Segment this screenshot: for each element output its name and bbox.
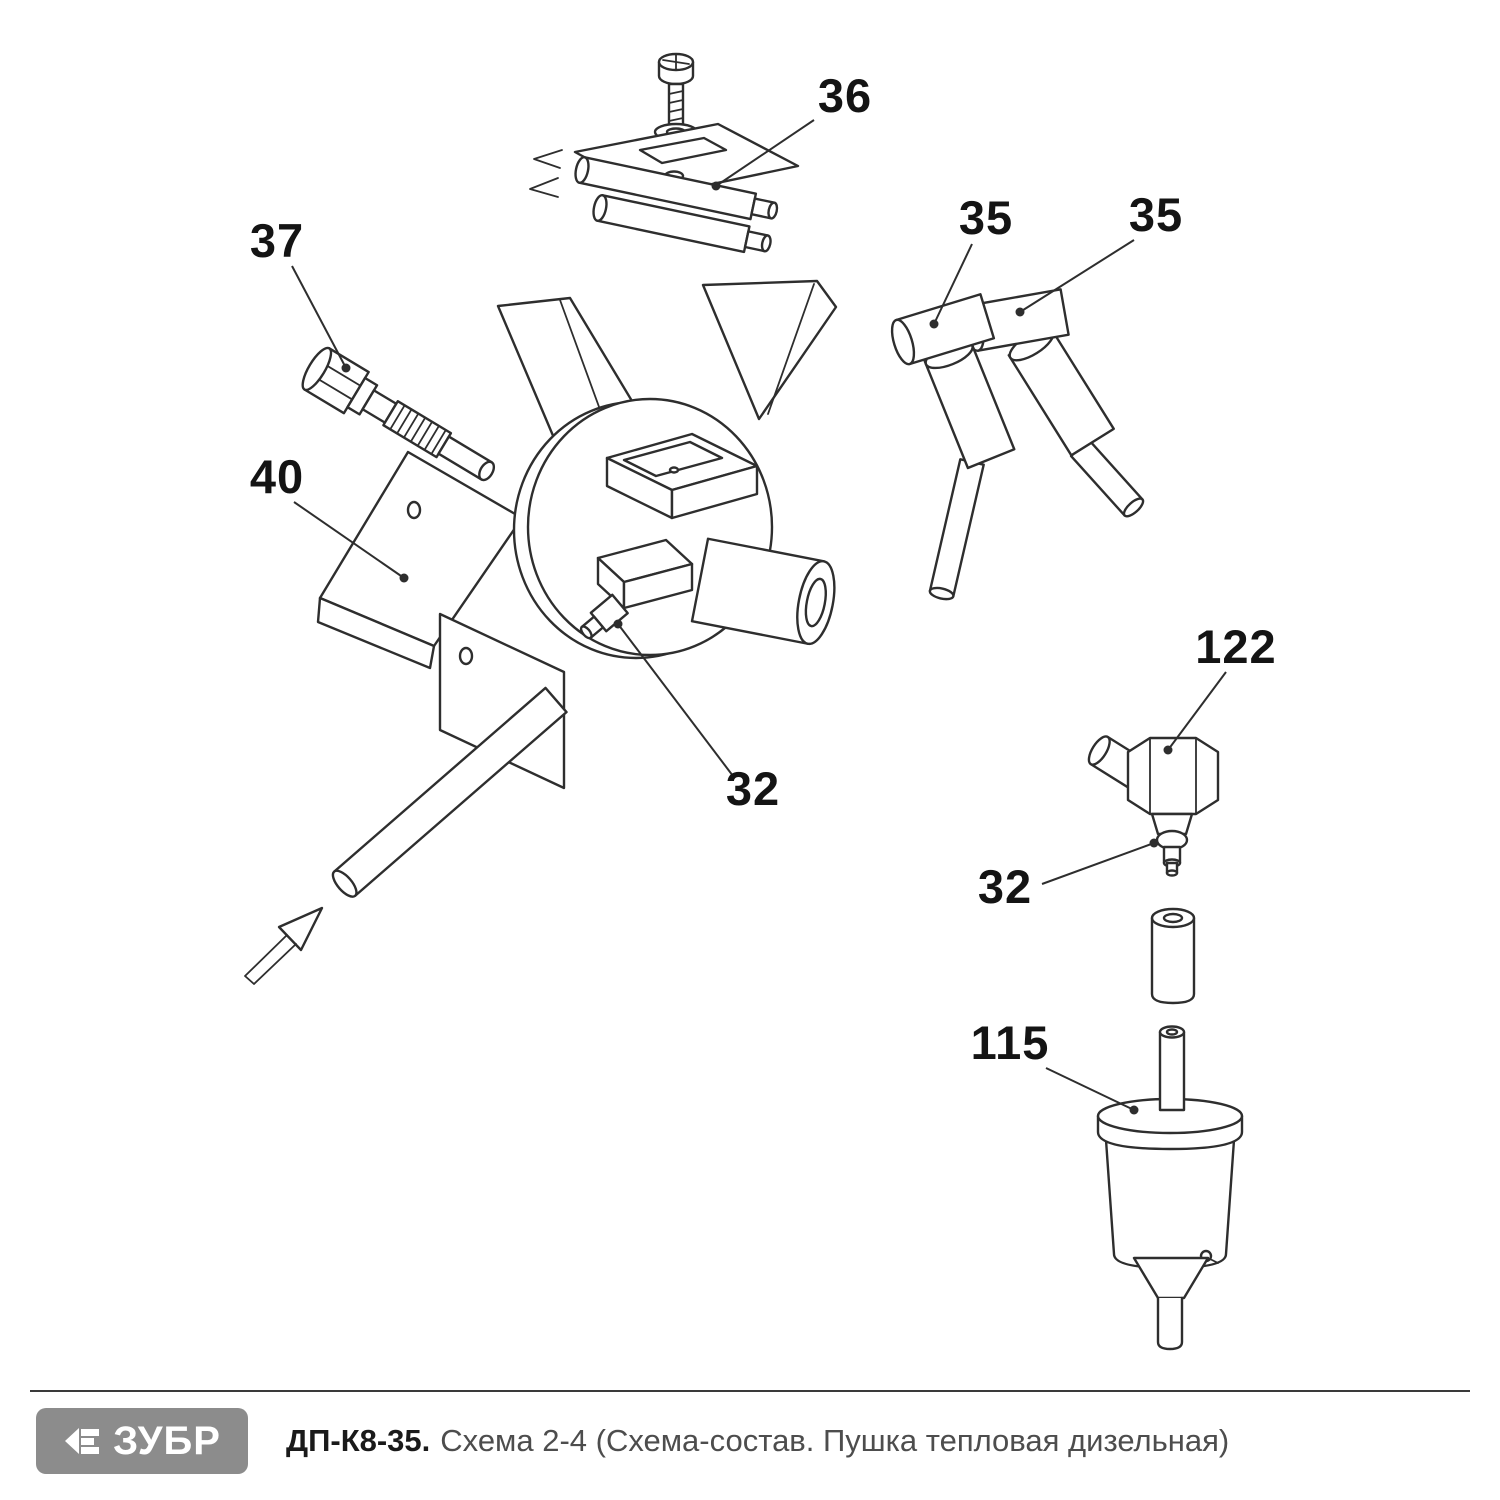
model-code: ДП-К8-35. <box>286 1423 431 1458</box>
diagram-title: ДП-К8-35. Схема 2-4 (Схема-состав. Пушка … <box>286 1423 1229 1459</box>
leader-line <box>1041 842 1155 885</box>
leader-line <box>715 119 815 187</box>
elbow-bracket-35-left <box>890 293 1016 601</box>
leader-dot <box>1163 745 1173 755</box>
callout-label: 32 <box>978 860 1032 913</box>
fan-blade-right <box>701 279 838 421</box>
leader-line <box>1167 671 1227 751</box>
air-tube <box>331 686 568 898</box>
callout-labels: 36 37 35 35 40 32 122 32 115 <box>250 69 1276 1069</box>
leader-dot <box>929 319 939 329</box>
leader-line <box>933 243 973 325</box>
mount-bracket <box>438 612 566 790</box>
callout-label: 37 <box>250 214 304 267</box>
leader-line <box>617 623 734 777</box>
leader-dot <box>341 363 351 373</box>
zubr-bison-icon <box>65 1428 100 1454</box>
callout-label: 32 <box>726 762 780 815</box>
callout-label: 35 <box>959 191 1013 244</box>
outlet-cylinder <box>690 537 836 646</box>
diagram-subtitle: Схема 2-4 (Схема-состав. Пушка тепловая … <box>440 1423 1230 1458</box>
callout-label: 40 <box>250 450 304 503</box>
leader-line <box>293 501 405 579</box>
callout-label: 122 <box>1195 620 1276 673</box>
hex-fitting-122 <box>1087 735 1220 877</box>
fuel-filter-115 <box>1096 1025 1244 1351</box>
igniter-assembly-36 <box>529 52 800 254</box>
zubr-logo-text: ЗУБР <box>113 1419 221 1463</box>
leader-dot <box>1015 307 1025 317</box>
nozzle-32-on-hub <box>579 538 694 640</box>
leader-lines <box>291 119 1227 1115</box>
leader-dot <box>1149 838 1159 848</box>
leader-line <box>1019 239 1135 313</box>
callout-label: 35 <box>1129 188 1183 241</box>
elbow-bracket-35-right <box>963 288 1145 518</box>
callout-label: 36 <box>818 69 872 122</box>
fuel-nozzle-37 <box>301 346 496 482</box>
footer: ЗУБР ДП-К8-35. Схема 2-4 (Схема-состав. П… <box>0 1390 1500 1500</box>
leader-line <box>291 265 347 369</box>
airflow-arrow <box>244 906 324 985</box>
leader-dot <box>1129 1105 1139 1115</box>
connector-tube <box>1150 907 1196 1005</box>
exploded-parts-drawing: 36 37 35 35 40 32 122 32 115 <box>244 52 1276 1351</box>
leader-dot <box>711 181 721 191</box>
zubr-logo: ЗУБР <box>36 1408 248 1474</box>
leader-line <box>1045 1067 1135 1111</box>
deflector-plate-40 <box>316 450 524 670</box>
footer-divider <box>30 1390 1470 1392</box>
leader-dot <box>399 573 409 583</box>
leader-dot <box>613 619 623 629</box>
hub-slot-bracket <box>605 432 759 520</box>
callout-label: 115 <box>971 1016 1050 1069</box>
